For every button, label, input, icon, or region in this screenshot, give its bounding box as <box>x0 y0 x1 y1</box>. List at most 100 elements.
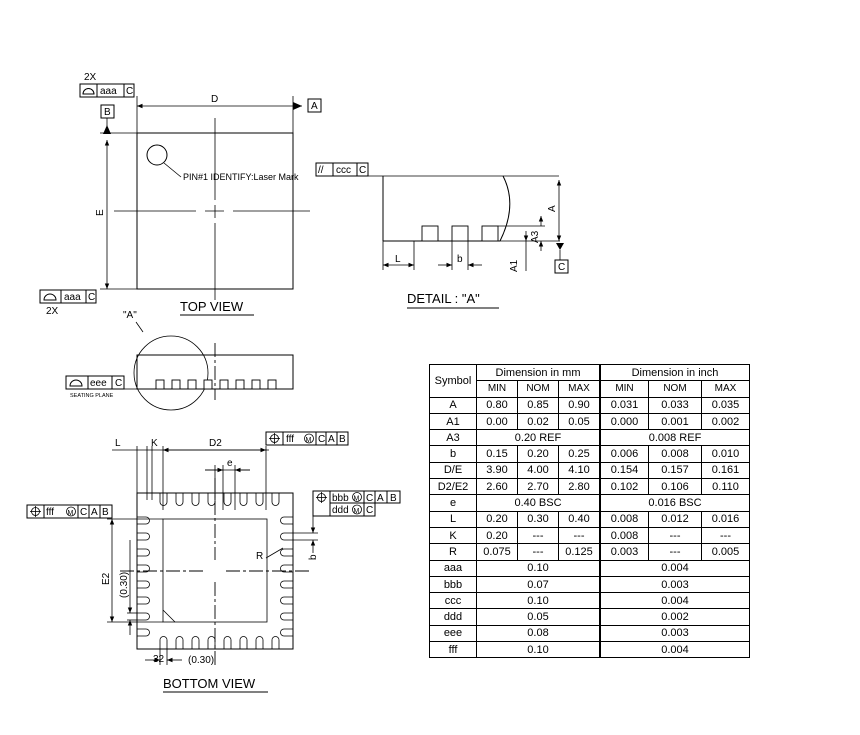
value-cell: 0.008 <box>599 510 649 528</box>
mm-span-cell: 0.10 <box>476 641 601 659</box>
inch-span-cell: 0.016 BSC <box>599 494 750 512</box>
value-cell: 0.20 <box>476 526 518 545</box>
value-cell: 0.125 <box>558 543 601 561</box>
dim-d2-label: D2 <box>209 438 222 449</box>
bottom-gdt-frame: aaa C <box>39 289 97 304</box>
svg-text:C: C <box>115 378 122 389</box>
value-cell: 0.106 <box>648 478 702 496</box>
pin-32-label: 32 <box>153 654 165 665</box>
fcf-right: bbb M C A B ddd M C <box>312 490 401 517</box>
svg-text:aaa: aaa <box>100 86 117 97</box>
value-cell: 4.10 <box>558 461 601 480</box>
svg-text:C: C <box>366 505 373 516</box>
value-cell: --- <box>517 526 559 545</box>
svg-text:fff: fff <box>286 434 294 445</box>
svg-text:aaa: aaa <box>64 292 81 303</box>
svg-text:M: M <box>354 496 360 503</box>
col-header: MIN <box>476 380 518 398</box>
col-header: NOM <box>648 380 702 398</box>
pad-row-top <box>159 493 280 506</box>
mm-span-cell: 0.20 REF <box>476 429 601 447</box>
pad-row-bottom <box>159 636 280 649</box>
mm-span-cell: 0.10 <box>476 559 601 577</box>
symbol-cell: A1 <box>429 412 477 431</box>
symbol-cell: K <box>429 526 477 545</box>
svg-text:C: C <box>366 493 373 504</box>
value-cell: 3.90 <box>476 461 518 480</box>
dim-r-label: R <box>256 551 263 562</box>
detail-callout-circle <box>133 335 209 411</box>
datum-a-box <box>307 98 322 113</box>
symbol-cell: fff <box>429 641 477 659</box>
inch-header: Dimension in inch <box>599 363 750 382</box>
value-cell: 0.001 <box>648 412 702 431</box>
detail-callout-label: "A" <box>123 310 137 321</box>
dimension-table: Symbol Dimension in mm Dimension in inch… <box>429 363 750 659</box>
value-cell: 2.60 <box>476 478 518 496</box>
value-cell: 0.010 <box>701 445 750 463</box>
pad-row-left <box>137 516 150 637</box>
fcf-top: fff M C A B <box>265 431 349 446</box>
bottom-view: L K D2 fff M C A B e <box>26 431 401 693</box>
detail-lead <box>421 225 439 242</box>
profile-of-surface-icon <box>82 88 95 95</box>
symbol-cell: aaa <box>429 559 477 577</box>
value-cell: 0.035 <box>701 396 750 414</box>
top-view: 2X aaa C D A B E <box>39 72 322 317</box>
symbol-header: Symbol <box>429 364 477 398</box>
dim-b-label: b <box>457 254 463 265</box>
side-gdt-frame: eee C <box>65 375 125 390</box>
value-cell: 0.154 <box>599 461 649 480</box>
symbol-cell: eee <box>429 624 477 643</box>
value-cell: --- <box>648 526 702 545</box>
value-cell: 0.40 <box>558 510 601 528</box>
value-cell: 0.031 <box>599 396 649 414</box>
svg-text:C: C <box>359 165 366 176</box>
symbol-cell: ddd <box>429 608 477 626</box>
detail-a: // ccc C A C A3 A1 L <box>315 162 569 309</box>
value-cell: 0.012 <box>648 510 702 528</box>
value-cell: 0.90 <box>558 396 601 414</box>
svg-text:A: A <box>377 493 384 504</box>
value-cell: 0.30 <box>517 510 559 528</box>
value-cell: 0.006 <box>599 445 649 463</box>
value-cell: 0.033 <box>648 396 702 414</box>
profile-of-surface-icon <box>43 293 57 301</box>
top-count-label: 2X <box>84 72 97 83</box>
svg-text:M: M <box>354 508 360 515</box>
svg-text:M: M <box>306 437 312 444</box>
mm-span-cell: 0.10 <box>476 592 601 610</box>
dim-e-label: e <box>227 458 233 469</box>
svg-text:B: B <box>102 507 109 518</box>
datum-c-box <box>554 259 569 274</box>
dim-k-label: K <box>151 438 158 449</box>
detail-lead <box>451 225 469 242</box>
symbol-cell: A <box>429 396 477 414</box>
pin1-note: PIN#1 IDENTIFY:Laser Mark <box>183 172 299 182</box>
dim-l-label: L <box>395 254 401 265</box>
symbol-cell: A3 <box>429 429 477 447</box>
mm-span-cell: 0.40 BSC <box>476 494 601 512</box>
value-cell: 0.15 <box>476 445 518 463</box>
dim-a3-label: A3 <box>530 230 541 243</box>
dim-a1-label: A1 <box>509 259 520 272</box>
detail-gdt-frame: // ccc C <box>315 162 369 177</box>
dim-e2-label: E2 <box>101 572 112 585</box>
bottom-count-label: 2X <box>46 306 59 317</box>
bottom-view-title: BOTTOM VIEW <box>163 676 256 691</box>
value-cell: --- <box>701 526 750 545</box>
symbol-cell: e <box>429 494 477 512</box>
symbol-cell: b <box>429 445 477 463</box>
value-cell: 0.20 <box>476 510 518 528</box>
symbol-cell: D/E <box>429 461 477 480</box>
pad-row-right <box>280 516 293 637</box>
dim-l-label: L <box>115 438 121 449</box>
